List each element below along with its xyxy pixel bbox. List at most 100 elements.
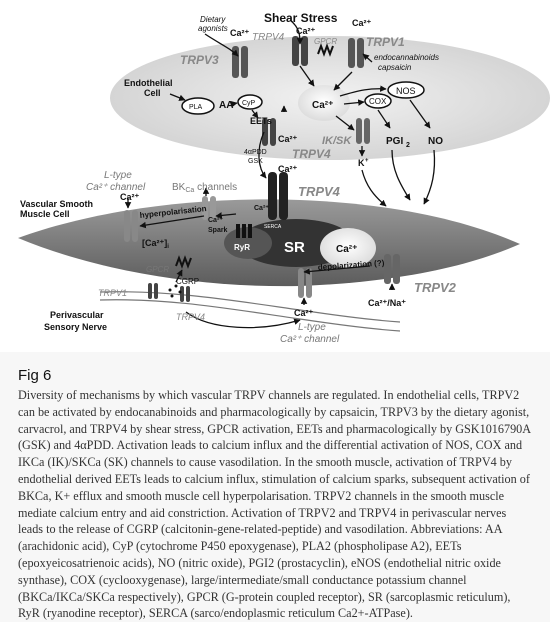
label-ltype-top-2: Ca²⁺ channel: [86, 182, 146, 193]
figure-label: Fig 6: [18, 367, 52, 384]
cgrp-vesicles: [168, 284, 182, 298]
label-gpcr-bottom: GPCR: [146, 265, 169, 274]
label-ca-endo: Ca²⁺: [312, 100, 333, 111]
trpv4-bottom-channel: [180, 286, 190, 302]
label-vsmc-1: Vascular Smooth: [20, 199, 93, 209]
arrow-cox-pgi2: [377, 109, 391, 129]
label-pgi2: PGI: [386, 136, 403, 147]
label-dietary-2: agonists: [198, 24, 228, 33]
label-trpv4-endo: TRPV4: [292, 147, 331, 161]
arrow-depolarization: [303, 265, 371, 275]
label-psn-1: Perivascular: [50, 310, 104, 320]
ryr-channel: [236, 224, 252, 238]
label-ryr: RyR: [234, 243, 250, 252]
label-k-plus-sign: +: [365, 158, 369, 164]
label-spark: Spark: [208, 227, 228, 234]
label-ca-ltype-bottom: Ca²⁺: [294, 308, 314, 318]
label-trpv1-bottom: TRPV1: [98, 288, 127, 298]
ltype-bottom-channel: [298, 268, 312, 298]
arrow-aa-cyp: [230, 100, 238, 108]
label-trpv4-mid: TRPV4: [298, 184, 341, 199]
label-capsaicin: capsaicin: [378, 63, 412, 72]
cyp-enzyme: [237, 94, 263, 110]
trpv4-endothelial-channel: [262, 118, 276, 146]
label-trpv2: TRPV2: [414, 280, 457, 295]
label-spark-ca: Ca²⁺: [208, 217, 223, 224]
label-cyp: CyP: [242, 100, 256, 107]
label-ca-ltype-top: Ca²⁺: [120, 192, 140, 202]
arrow-pgi2-down: [391, 149, 411, 201]
label-gpcr-top: GPCR: [314, 37, 337, 46]
arrow-ca-nos: [339, 85, 387, 97]
figure-caption: Diversity of mechanisms by which vascula…: [18, 388, 531, 621]
label-ca-trpv1-top: Ca²⁺: [352, 18, 372, 28]
arrow-trpv4-ca: [299, 65, 315, 87]
arrow-nos-no: [409, 99, 431, 129]
arrow-cgrp-gpcr: [175, 269, 183, 283]
arrow-cyp-eets: [251, 109, 259, 119]
label-trpv4-bottom: TRPV4: [176, 312, 205, 322]
label-nos: NOS: [396, 86, 416, 96]
label-cox: COX: [369, 97, 387, 106]
label-ca-serca: Ca²⁺: [254, 205, 269, 212]
arrow-hyperpolarization: [139, 215, 205, 229]
trpv4-smooth-muscle-channel: [268, 172, 288, 220]
label-serca: SERCA: [264, 224, 282, 230]
label-trpv3: TRPV3: [180, 53, 219, 67]
smc-calcium-store: [320, 228, 376, 268]
label-pgi2-sub: 2: [406, 142, 410, 149]
bkca-channel: [202, 196, 216, 220]
arrow-shear-stress: [289, 19, 304, 45]
label-ca-na: Ca²⁺/Na⁺: [368, 298, 406, 308]
gpcr-bottom-receptor: [175, 255, 192, 269]
label-drug-2: GSK: [248, 158, 263, 165]
label-pla2: PLA: [189, 104, 203, 111]
ik-sk-channel: [356, 118, 370, 144]
label-ca-trpv3: Ca²⁺: [230, 28, 250, 38]
perivascular-nerve-line-2: [99, 299, 401, 332]
label-cgrp: CGRP: [176, 277, 199, 286]
label-k-plus: K: [358, 158, 365, 168]
arrow-trpv1-ca: [333, 71, 353, 91]
label-ca-smc: Ca²⁺: [336, 244, 357, 255]
label-eets: EETs: [250, 116, 272, 126]
label-ca-endo-trpv4: Ca²⁺: [278, 134, 298, 144]
label-endothelial-2: Cell: [144, 88, 161, 98]
label-ltype-bottom-1: L-type: [298, 322, 326, 333]
label-ca-trpv4-top: Ca²⁺: [296, 26, 316, 36]
label-dietary-1: Dietary: [200, 15, 226, 24]
endo-calcium-store: [298, 85, 350, 121]
label-bkca: BKCa channels: [172, 182, 237, 194]
label-ltype-bottom-2: Ca²⁺ channel: [280, 334, 340, 345]
label-endocannabinoids: endocannabinoids: [374, 53, 439, 62]
label-shear-stress: Shear Stress: [264, 11, 338, 25]
trpv1-top-channel: [348, 38, 364, 68]
trpv2-channel: [384, 254, 400, 284]
arrow-endothelial-cell: [169, 93, 186, 101]
arrow-k-down: [361, 169, 387, 207]
label-drug-1: 4αPDD: [244, 149, 267, 156]
pla2-enzyme: [181, 97, 215, 115]
nos-enzyme: [387, 81, 425, 99]
label-endothelial-1: Endothelial: [124, 78, 173, 88]
label-vsmc-2: Muscle Cell: [20, 209, 70, 219]
label-psn-2: Sensory Nerve: [44, 322, 107, 332]
label-ik-sk: IK/SK: [322, 135, 352, 147]
diagram-figure: Shear Stress Dietary agonists Ca²⁺ TRPV3…: [18, 11, 550, 345]
gpcr-top-receptor: [317, 43, 334, 57]
label-ltype-top-1: L-type: [104, 170, 132, 181]
label-no: NO: [428, 136, 443, 147]
arrow-eets-trpv4: [258, 131, 267, 179]
arrow-endocannabinoids: [362, 53, 373, 63]
arrow-ca-iksk: [335, 115, 355, 131]
label-sr: SR: [284, 239, 305, 256]
ltype-top-channel: [124, 210, 138, 242]
arrow-trpv4-nerve: [185, 311, 301, 329]
label-aa: AA: [219, 100, 233, 111]
perivascular-nerve-line-1: [99, 291, 401, 323]
arrow-no-down: [423, 149, 436, 205]
arrow-dietary: [204, 33, 239, 57]
arrow-ca-cox: [343, 99, 365, 106]
trpv1-bottom-channel: [148, 283, 158, 299]
label-ca-i: [Ca²⁺]i: [142, 238, 169, 250]
